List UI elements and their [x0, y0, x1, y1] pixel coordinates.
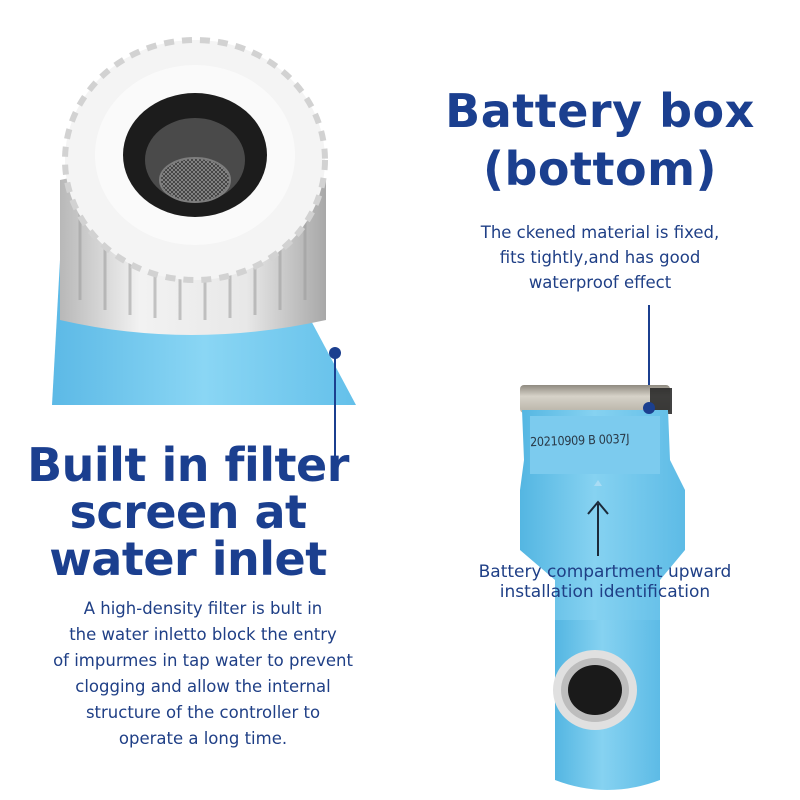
filter-section-caption: A high-density filter is bult in the wat… — [8, 596, 398, 752]
filter-section-title: Built in filter screen at water inlet — [0, 442, 376, 583]
battery-caption-line-1: The ckened material is fixed, — [480, 223, 720, 242]
filter-leader-line — [334, 354, 336, 458]
filter-title-line-3: water inlet — [49, 532, 327, 586]
battery-orientation-label: Battery compartment upward installation … — [440, 562, 770, 602]
filter-title-line-2: screen at — [69, 485, 307, 539]
battery-leader-line — [648, 305, 650, 409]
filter-caption-line-5: structure of the controller to — [85, 703, 321, 722]
upward-arrow-icon — [587, 500, 609, 556]
battery-title-line-1: Battery box — [445, 84, 755, 138]
battery-id-label-line-1: Battery compartment upward — [478, 562, 732, 582]
filter-leader-dot — [329, 347, 341, 359]
battery-caption-line-2: fits tightly,and has good — [499, 248, 701, 267]
filter-caption-line-4: clogging and allow the internal — [75, 677, 331, 696]
battery-section-title: Battery box (bottom) — [420, 82, 780, 198]
battery-box-photo — [520, 385, 685, 790]
filter-caption-line-6: operate a long time. — [118, 729, 288, 748]
filter-caption-line-2: the water inletto block the entry — [69, 625, 337, 644]
battery-caption-line-3: waterproof effect — [528, 273, 672, 292]
battery-title-line-2: (bottom) — [482, 142, 718, 196]
filter-title-line-1: Built in filter — [27, 438, 349, 492]
battery-id-label-line-2: installation identification — [499, 582, 711, 602]
filter-caption-line-3: of impurmes in tap water to prevent — [53, 651, 353, 670]
filter-fitting-photo — [52, 37, 356, 405]
battery-leader-dot — [643, 402, 655, 414]
small-triangle-marker — [594, 480, 602, 486]
filter-caption-line-1: A high-density filter is bult in — [83, 599, 323, 618]
battery-section-caption: The ckened material is fixed, fits tight… — [440, 220, 760, 295]
